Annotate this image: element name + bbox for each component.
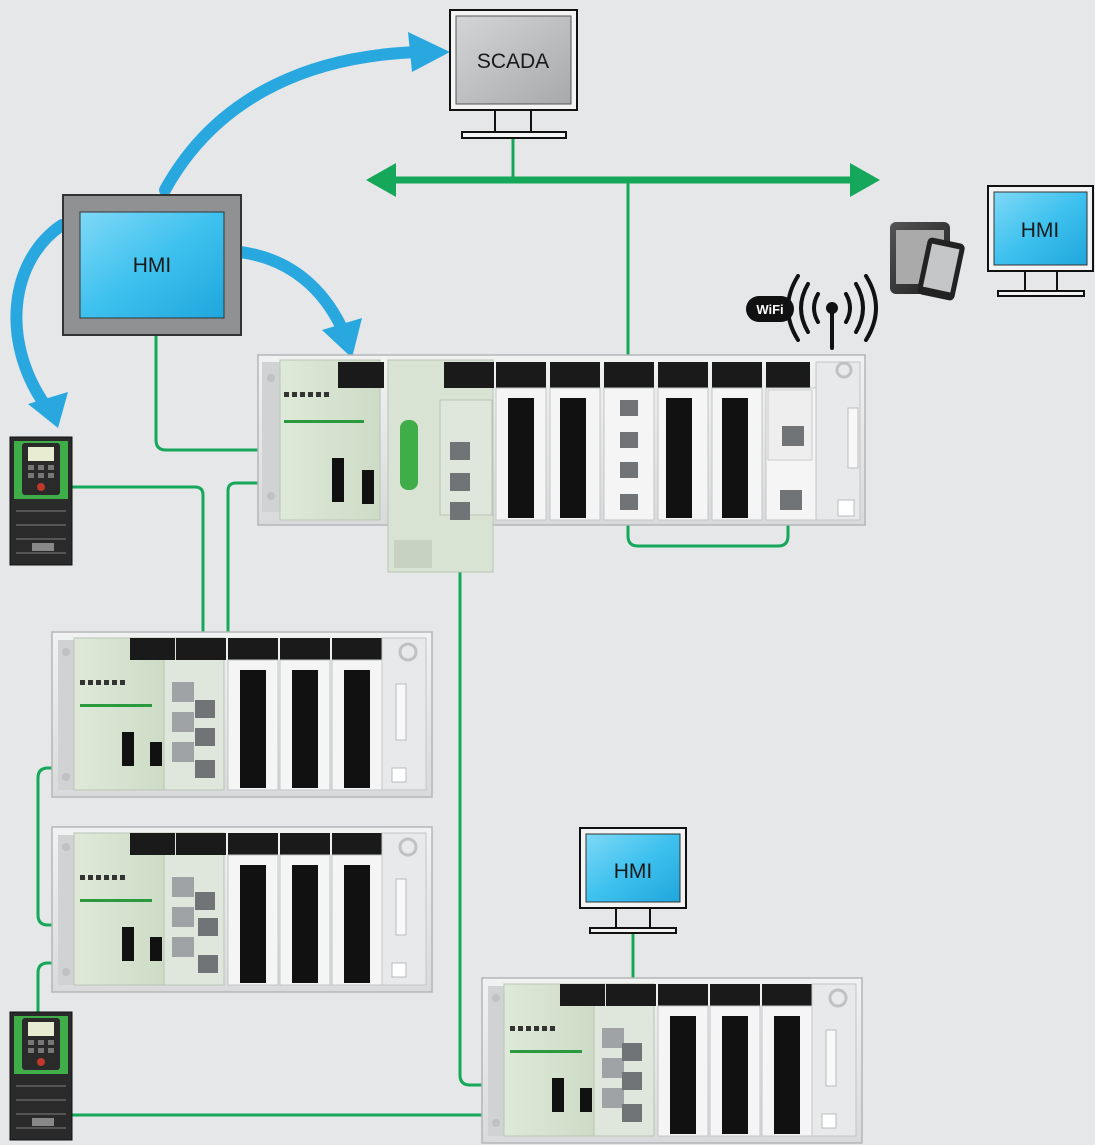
main-controller-rack bbox=[257, 354, 866, 573]
link-rack-a-rack-b bbox=[36, 766, 208, 927]
arrow-hmi-drive bbox=[10, 219, 68, 411]
wireless-antenna-icon bbox=[786, 274, 878, 350]
variable-speed-drive-bottom bbox=[9, 1011, 73, 1141]
wifi-label: WiFi bbox=[756, 302, 783, 317]
arrow-hmi-rack bbox=[234, 246, 351, 341]
remote-rack-a bbox=[50, 630, 434, 799]
link-hmi-cpu bbox=[154, 335, 458, 452]
remote-rack-b bbox=[50, 825, 434, 994]
arrow-heads bbox=[28, 32, 450, 428]
hmi-bottom-label: HMI bbox=[614, 860, 653, 883]
scada-label: SCADA bbox=[477, 50, 549, 73]
hmi-remote-label: HMI bbox=[1021, 219, 1060, 242]
hmi-local-station: HMI bbox=[579, 827, 687, 934]
ethernet-backbone bbox=[366, 163, 880, 197]
hmi-access-arrows bbox=[10, 46, 426, 411]
scada-station: SCADA bbox=[449, 9, 578, 139]
hmi-panel-main: HMI bbox=[62, 194, 242, 336]
variable-speed-drive-top bbox=[9, 436, 73, 566]
wifi-icon: WiFi bbox=[746, 296, 794, 322]
link-cpu-rack-d bbox=[458, 512, 632, 1087]
link-rack-b-drive bbox=[36, 961, 208, 1012]
tablet-phone-icon bbox=[890, 222, 965, 301]
hmi-remote-station: HMI bbox=[987, 185, 1094, 297]
arrow-hmi-scada bbox=[159, 46, 426, 196]
link-drive-rack-a bbox=[70, 485, 205, 712]
remote-rack-d bbox=[480, 976, 864, 1145]
hmi-main-label: HMI bbox=[133, 254, 172, 277]
link-main-rack-ring bbox=[626, 500, 790, 548]
